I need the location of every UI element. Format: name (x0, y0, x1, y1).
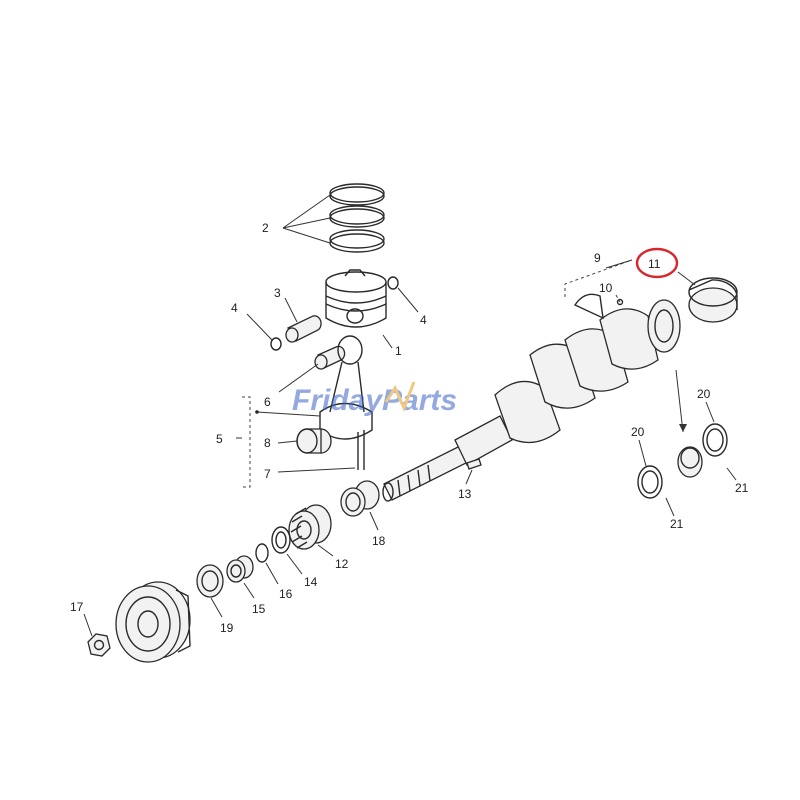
callout-21-left: 21 (670, 517, 684, 531)
callout-10: 10 (599, 281, 613, 295)
watermark-text: FridayParts (292, 384, 457, 417)
callout-6: 6 (264, 395, 271, 409)
callout-12: 12 (335, 557, 349, 571)
callout-15: 15 (252, 602, 266, 616)
crankshaft (382, 259, 681, 502)
callout-21-right: 21 (735, 481, 749, 495)
snap-ring-16 (255, 543, 279, 585)
callout-18: 18 (372, 534, 386, 548)
callout-20-left: 20 (631, 425, 645, 439)
crank-gear-12 (288, 504, 334, 557)
thrust-bearing-set (637, 369, 737, 517)
rod-bearing (277, 428, 332, 454)
front-bearing-18 (340, 480, 380, 531)
callout-7: 7 (264, 467, 271, 481)
callout-2: 2 (262, 221, 269, 235)
callout-19: 19 (220, 621, 234, 635)
watermark-logo: FridayParts (292, 381, 457, 417)
snap-rings (246, 276, 419, 351)
callout-17: 17 (70, 600, 84, 614)
callout-8: 8 (264, 436, 271, 450)
callout-5: 5 (216, 432, 223, 446)
rod-bolt (277, 467, 356, 473)
callout-4-right: 4 (420, 313, 427, 327)
callout-1: 1 (395, 344, 402, 358)
oil-seal-19 (196, 564, 224, 618)
washer-14 (271, 526, 303, 575)
highlight-circle (635, 247, 679, 279)
callout-13: 13 (458, 487, 472, 501)
callout-9: 9 (594, 251, 601, 265)
rear-bearing (677, 271, 738, 323)
callout-16: 16 (279, 587, 293, 601)
piston (325, 269, 393, 349)
callout-11: 11 (648, 257, 661, 271)
callout-20-right: 20 (697, 387, 711, 401)
crank-pulley (115, 581, 191, 663)
nut-17 (83, 613, 111, 657)
callout-3: 3 (274, 286, 281, 300)
spacer-15 (226, 555, 255, 599)
piston-pin (284, 297, 322, 343)
callout-labels: 1 2 3 4 4 5 6 7 8 9 10 11 12 13 14 15 16… (70, 221, 749, 635)
callout-4-left: 4 (231, 301, 238, 315)
dowel-pin (465, 458, 482, 485)
piston-rings (282, 183, 385, 253)
callout-14: 14 (304, 575, 318, 589)
